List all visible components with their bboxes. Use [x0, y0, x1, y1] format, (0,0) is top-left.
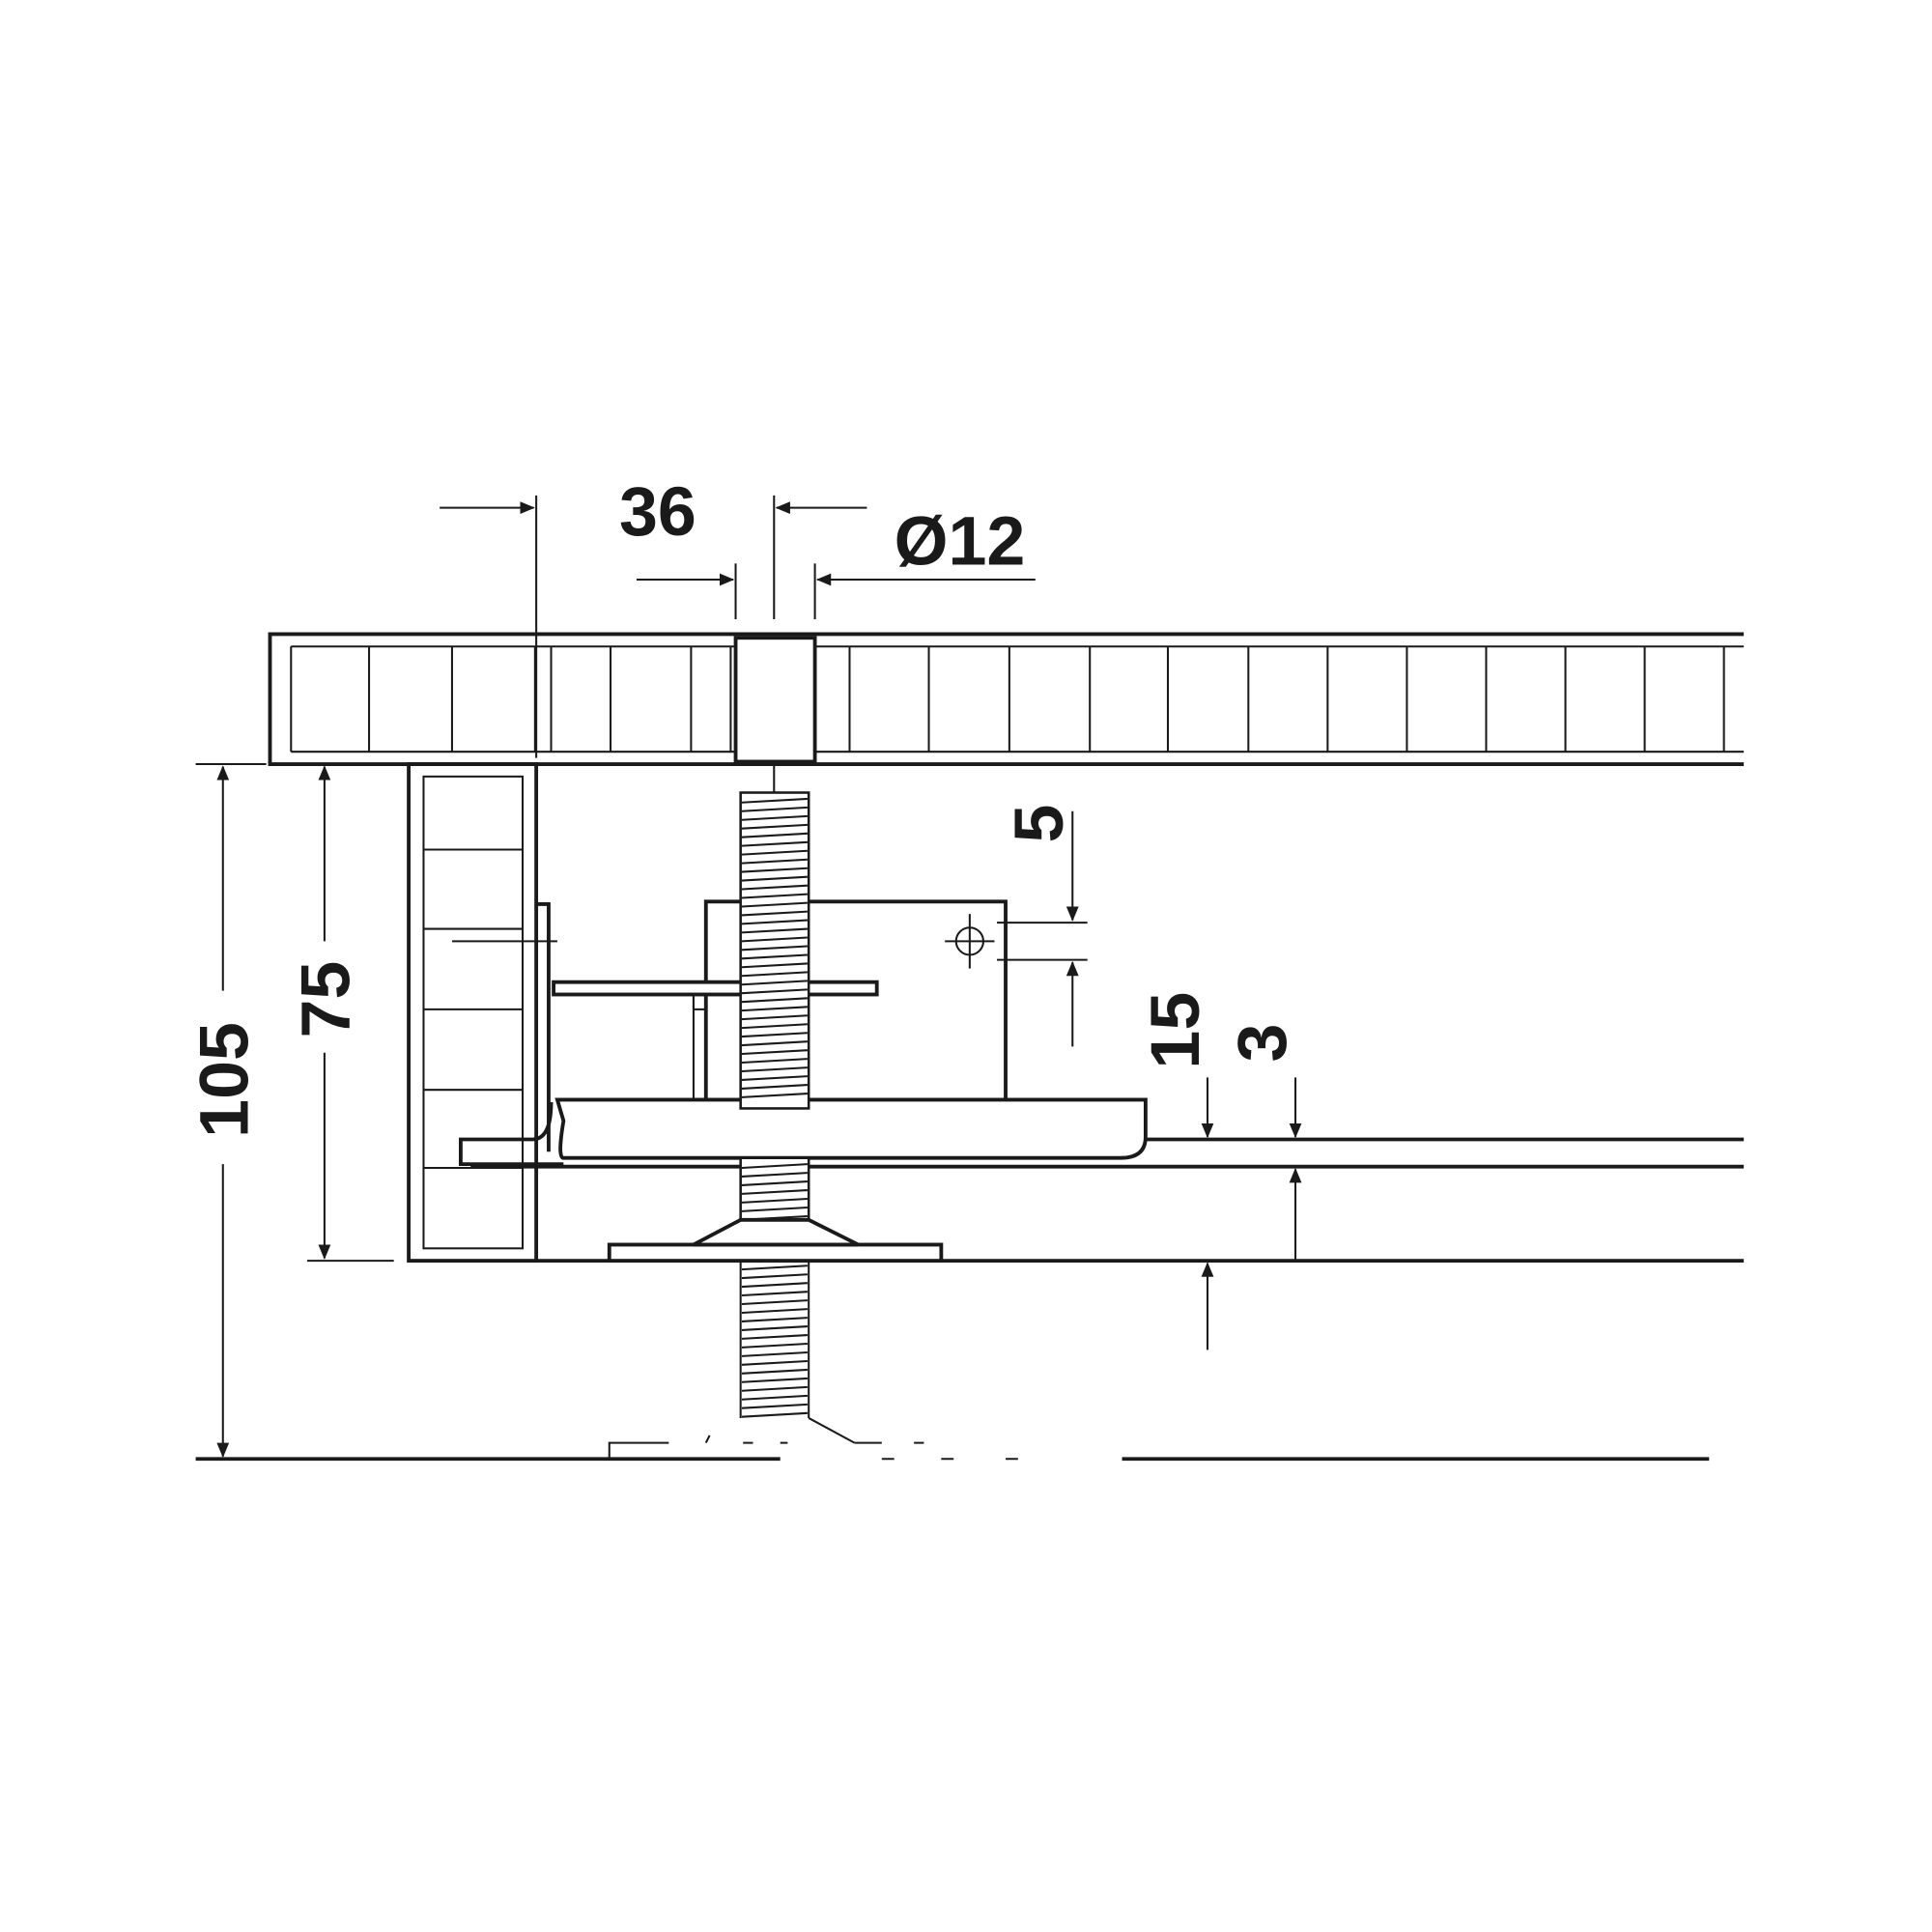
drawing-line — [741, 962, 808, 969]
dimension-lines — [195, 495, 1302, 1458]
drawing-line — [741, 1264, 808, 1271]
drawing-line — [741, 1377, 808, 1383]
drawing-line — [741, 910, 808, 917]
drawing-line — [741, 1282, 808, 1289]
drawing-line — [741, 936, 808, 943]
drawing-line — [741, 1040, 808, 1047]
dim-36: 36 — [619, 473, 696, 551]
drawing-line — [741, 1394, 808, 1401]
drawing-line — [741, 849, 808, 856]
leveling-foot — [607, 1217, 944, 1444]
drawing-line — [741, 1308, 808, 1314]
drawing-line — [741, 1317, 808, 1322]
drawing-line — [741, 832, 808, 838]
drawing-line — [741, 1299, 808, 1306]
drawing-line — [741, 797, 808, 804]
drawing-line — [741, 1172, 808, 1178]
drawing-line — [741, 1163, 808, 1169]
drawing-line — [741, 988, 808, 995]
drawing-line — [741, 814, 808, 821]
drawing-line — [741, 884, 808, 891]
drawing-line — [741, 875, 808, 882]
bolt-insert — [733, 636, 817, 764]
drawing-line — [741, 1075, 808, 1081]
tray — [459, 1097, 1148, 1167]
drawing-line — [741, 823, 808, 830]
drawing-line — [741, 1093, 808, 1098]
drawing-line — [741, 919, 808, 925]
drawing-line — [741, 867, 808, 873]
drawing-line — [741, 806, 808, 812]
drawing-line — [741, 893, 808, 899]
drawing-line — [741, 1023, 808, 1030]
drawing-line — [741, 1325, 808, 1331]
drawing-line — [741, 1066, 808, 1072]
drawing-line — [741, 1032, 808, 1038]
drawing-line — [741, 1350, 808, 1357]
drawing-line — [741, 1403, 808, 1409]
dimension-labels: 36 Ø12 5 15 3 75 105 — [185, 473, 1300, 1138]
drawing-line — [741, 971, 808, 978]
drawing-line — [741, 1198, 808, 1204]
dim-105: 105 — [185, 1022, 263, 1138]
drawing-line — [741, 1368, 808, 1375]
drawing-line — [741, 840, 808, 847]
drawing-line — [741, 1049, 808, 1056]
drawing-line — [741, 980, 808, 986]
drawing-line — [741, 1334, 808, 1340]
drawing-line — [741, 1189, 808, 1195]
side-post — [407, 762, 539, 1264]
drawing-line — [741, 1359, 808, 1366]
floor-line — [195, 1435, 1710, 1462]
drawing-line — [741, 1206, 808, 1212]
dim-5: 5 — [1001, 805, 1078, 843]
drawing-line — [741, 1014, 808, 1021]
threaded-bolt — [739, 495, 810, 1246]
drawing-line — [741, 945, 808, 952]
drawing-line — [741, 858, 808, 865]
drawing-line — [741, 1084, 808, 1090]
dim-15: 15 — [1137, 992, 1214, 1069]
drawing-line — [741, 1343, 808, 1349]
dim-75: 75 — [288, 961, 365, 1038]
dim-diameter-12: Ø12 — [895, 503, 1026, 581]
dim-3: 3 — [1224, 1024, 1301, 1063]
drawing-line — [741, 1411, 808, 1418]
drawing-line — [741, 1273, 808, 1280]
drawing-line — [741, 1385, 808, 1392]
drawing-line — [741, 1006, 808, 1012]
drawing-line — [741, 927, 808, 934]
top-panel — [268, 632, 1745, 766]
drawing-line — [741, 901, 808, 908]
drawing-line — [741, 1291, 808, 1297]
drawing-line — [741, 1180, 808, 1186]
drawing-line — [741, 953, 808, 960]
drawing-line — [741, 997, 808, 1004]
drawing-line — [741, 1058, 808, 1065]
